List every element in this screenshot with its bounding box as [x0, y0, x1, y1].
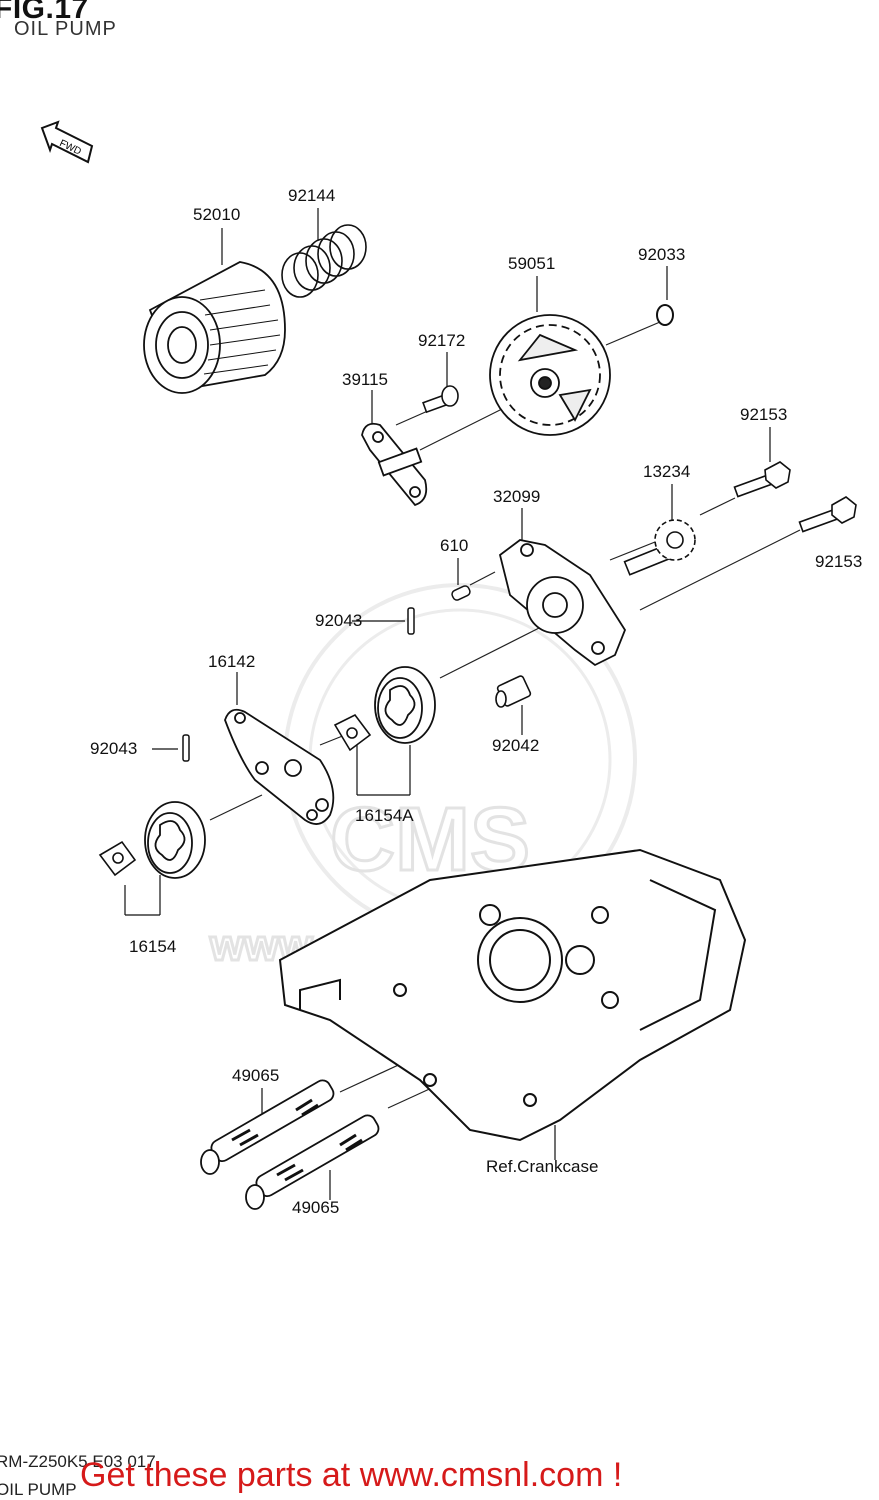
part-label-49065-lower: 49065 — [292, 1198, 340, 1217]
part-label-92043-lower: 92043 — [90, 739, 138, 758]
inner-rotor-16154A-part — [333, 713, 372, 752]
pump-gear-part — [489, 314, 611, 436]
part-label-32099: 32099 — [493, 487, 541, 506]
footer-cta-link[interactable]: Get these parts at www.cmsnl.com ! — [80, 1456, 623, 1494]
part-label-16142: 16142 — [208, 652, 256, 671]
dowel-610-part — [451, 585, 471, 601]
figure-subtitle: OIL PUMP — [14, 18, 117, 40]
leader-lines — [124, 208, 771, 1200]
inner-rotor-16154-part — [98, 840, 137, 877]
part-label-16154A: 16154A — [355, 806, 414, 825]
part-label-52010: 52010 — [193, 205, 241, 224]
spring-part — [281, 224, 367, 298]
part-label-49065-upper: 49065 — [232, 1066, 280, 1085]
pump-body-part — [498, 539, 627, 667]
part-label-92043-upper: 92043 — [315, 611, 363, 630]
part-label-610: 610 — [440, 536, 469, 555]
bolt-92153-part — [733, 461, 857, 533]
cover-plate-part — [224, 708, 335, 825]
figure-title: FIG.17 — [0, 0, 89, 25]
bolt-92172-part — [422, 385, 459, 414]
part-label-92042: 92042 — [492, 736, 540, 755]
part-label-92153-upper: 92153 — [740, 405, 788, 424]
gear-shaft-part — [623, 519, 696, 576]
crankcase-part — [278, 848, 747, 1142]
part-label-39115: 39115 — [342, 370, 389, 389]
part-label-92033: 92033 — [638, 245, 686, 264]
shaft-plate-part — [361, 422, 428, 507]
pin-92043-upper-part — [407, 607, 415, 635]
oil-pipe-upper-part — [200, 1079, 335, 1175]
footer-model-code: RM-Z250K5 E03 017 — [0, 1452, 156, 1471]
ref-crankcase-label: Ref.Crankcase — [486, 1157, 599, 1176]
part-label-92153-lower: 92153 — [815, 552, 863, 571]
part-label-13234: 13234 — [643, 462, 691, 481]
sleeve-92042-part — [495, 675, 532, 708]
part-label-16154: 16154 — [129, 937, 177, 956]
circlip-part — [656, 304, 674, 326]
outer-rotor-upper-part — [374, 666, 436, 744]
assembly-lines — [209, 321, 801, 1109]
fwd-arrow-icon: FWD — [40, 120, 94, 164]
pin-92043-lower-part — [182, 734, 190, 762]
part-label-92144: 92144 — [288, 186, 336, 205]
outer-rotor-lower-part — [144, 801, 206, 879]
oil-pipe-lower-part — [245, 1114, 380, 1210]
part-label-92172: 92172 — [418, 331, 466, 350]
oil-filter-part — [143, 261, 286, 394]
footer-subtitle: OIL PUMP — [0, 1480, 77, 1499]
part-label-59051: 59051 — [508, 254, 556, 273]
